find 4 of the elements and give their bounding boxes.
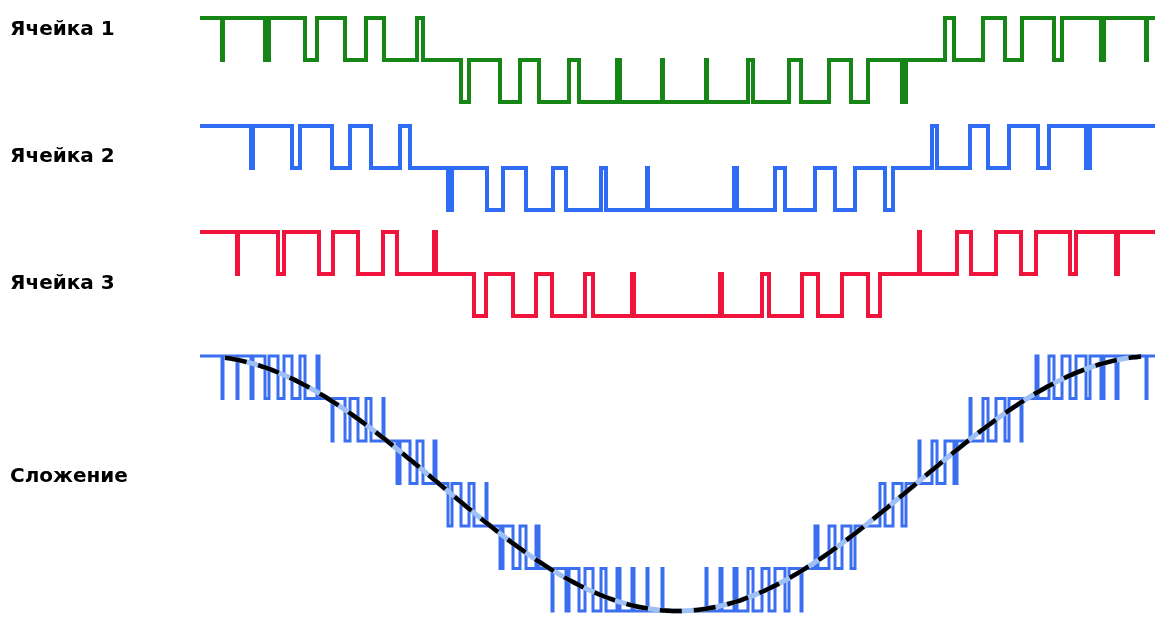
row-label: Ячейка 3 (10, 270, 115, 294)
row-label: Ячейка 2 (10, 143, 115, 167)
row-label: Ячейка 1 (10, 16, 115, 40)
row-label: Сложение (10, 463, 128, 487)
